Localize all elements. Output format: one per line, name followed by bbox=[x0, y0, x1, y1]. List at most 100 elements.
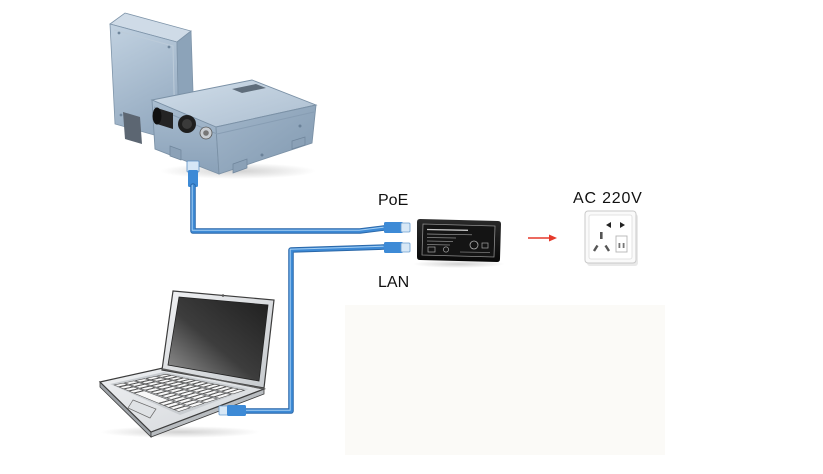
laptop-touchpad bbox=[127, 399, 157, 419]
injector-label-line bbox=[426, 237, 457, 239]
poe-injector-icon bbox=[413, 219, 505, 268]
injector-mark bbox=[469, 240, 479, 250]
lan-cable bbox=[243, 244, 387, 414]
arrow-head bbox=[549, 234, 557, 242]
antenna-screw bbox=[117, 31, 121, 35]
laptop-keyboard bbox=[113, 374, 246, 412]
keyboard-key bbox=[174, 377, 190, 382]
keyboard-key bbox=[196, 388, 215, 394]
poe-cable bbox=[190, 183, 387, 234]
cable-gland-nut-inner bbox=[182, 119, 192, 129]
keyboard-key bbox=[213, 393, 232, 399]
lan-cable-highlight bbox=[244, 245, 384, 411]
keyboard-key bbox=[194, 395, 213, 402]
keyboard-key bbox=[183, 392, 202, 398]
keyboard-key bbox=[151, 377, 166, 382]
poe-port-label: PoE bbox=[378, 192, 408, 209]
injector-mark bbox=[443, 246, 449, 253]
keyboard-key bbox=[200, 397, 219, 403]
lan-plug-boot bbox=[384, 242, 403, 253]
poe-port-plug bbox=[384, 222, 411, 233]
socket-two-pin-window bbox=[615, 235, 628, 253]
keyboard-key bbox=[156, 374, 171, 378]
injector-label-line bbox=[426, 228, 469, 231]
keyboard-key bbox=[144, 387, 162, 393]
housing-lug bbox=[232, 158, 248, 174]
ground-port-inner bbox=[203, 130, 209, 136]
antenna-screw bbox=[119, 113, 123, 117]
keyboard-key bbox=[146, 376, 161, 380]
lan-port-plug bbox=[384, 242, 411, 253]
keyboard-key bbox=[215, 386, 234, 392]
cable-gland-cap bbox=[152, 107, 162, 125]
keyboard-key bbox=[179, 384, 197, 390]
keyboard-key bbox=[171, 396, 189, 402]
laptop-icon bbox=[98, 290, 275, 438]
webcam-icon bbox=[221, 294, 225, 297]
keyboard-key bbox=[209, 385, 227, 391]
keyboard-key bbox=[163, 402, 181, 408]
background-panel bbox=[345, 305, 665, 455]
arrow-right-icon bbox=[528, 234, 557, 242]
housing-lid-seam bbox=[153, 106, 315, 135]
keyboard-key bbox=[173, 405, 191, 412]
lan-cable-core bbox=[244, 245, 386, 413]
keyboard-key bbox=[158, 400, 176, 406]
keyboard-key bbox=[123, 380, 140, 385]
injector-shadow bbox=[413, 260, 505, 268]
laptop-plug-boot bbox=[227, 405, 246, 416]
socket-neutral-slot bbox=[604, 244, 611, 252]
keyboard-key bbox=[207, 391, 226, 398]
keyboard-key bbox=[167, 387, 185, 393]
power-label: AC 220V bbox=[573, 190, 643, 207]
poe-plug-boot bbox=[384, 222, 403, 233]
socket-shutter-left-icon bbox=[606, 222, 611, 228]
keyboard-key bbox=[167, 381, 184, 387]
laptop-screen bbox=[167, 296, 269, 382]
poe-cable-outline bbox=[190, 183, 387, 234]
keyboard-key bbox=[187, 401, 205, 408]
keyboard-key bbox=[203, 383, 220, 389]
keyboard-key bbox=[190, 387, 209, 393]
keyboard-key bbox=[186, 380, 202, 385]
keyboard-key bbox=[185, 386, 203, 391]
socket-shutter-right-icon bbox=[620, 222, 625, 228]
keyboard-key bbox=[113, 382, 129, 387]
socket-earth-slot bbox=[600, 232, 603, 239]
poe-cable-core bbox=[191, 184, 386, 233]
keyboard-key bbox=[160, 392, 178, 398]
keyboard-key bbox=[226, 388, 246, 395]
lan-plug-tip bbox=[400, 242, 411, 253]
outdoor-cpe-icon bbox=[109, 12, 318, 187]
housing-lug bbox=[291, 136, 306, 150]
injector-label-frame bbox=[421, 223, 496, 258]
socket-two-pin-slot bbox=[622, 243, 625, 248]
keyboard-key bbox=[123, 386, 139, 392]
keyboard-key bbox=[128, 388, 145, 394]
injector-label-line bbox=[426, 244, 451, 246]
keyboard-key bbox=[162, 375, 177, 379]
antenna-screw bbox=[167, 45, 171, 49]
mounting-bracket bbox=[123, 112, 142, 144]
keyboard-key bbox=[139, 385, 156, 391]
keyboard-key bbox=[181, 399, 200, 406]
injector-label-line bbox=[426, 240, 454, 242]
keyboard-key bbox=[145, 381, 162, 386]
housing-lug bbox=[169, 145, 182, 161]
housing-nameplate bbox=[232, 84, 266, 93]
keyboard-key bbox=[150, 383, 168, 388]
housing-side bbox=[215, 104, 317, 175]
keyboard-key bbox=[168, 404, 186, 410]
keyboard-key bbox=[192, 381, 208, 386]
injector-mark bbox=[481, 242, 489, 249]
keyboard-key bbox=[134, 384, 151, 389]
keyboard-key bbox=[161, 386, 179, 391]
keyboard-key bbox=[221, 387, 239, 393]
device-rj45-boot bbox=[188, 170, 198, 187]
keyboard-key bbox=[166, 394, 183, 400]
injector-label-line bbox=[426, 233, 473, 236]
keyboard-key bbox=[180, 379, 196, 384]
keyboard-key bbox=[202, 390, 221, 396]
laptop-hinge bbox=[162, 368, 265, 390]
